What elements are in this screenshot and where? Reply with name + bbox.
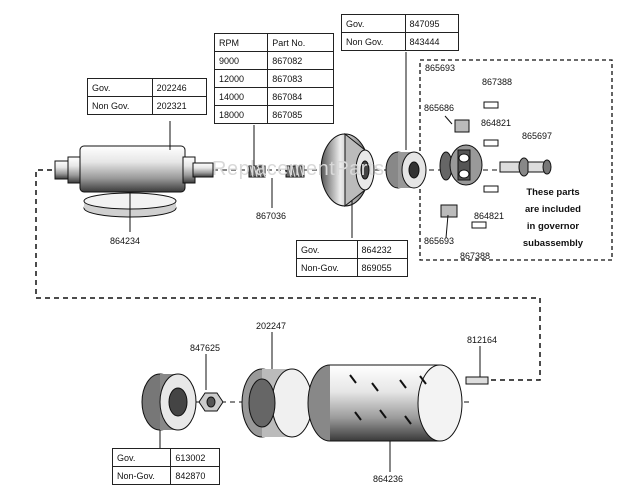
part-no-cell: 867082	[267, 51, 334, 70]
part-label-867388-bottom: 867388	[460, 251, 491, 261]
non-gov-part: 843444	[404, 32, 459, 51]
part-label-202247: 202247	[256, 321, 287, 331]
non-gov-part: 869055	[356, 258, 409, 277]
watermark: ReplacementParts	[212, 158, 385, 180]
part-label-864821-top: 864821	[481, 118, 512, 128]
gov-part: 864232	[356, 240, 409, 259]
part-no-cell: 867084	[267, 87, 334, 106]
part-label-864236: 864236	[373, 474, 404, 484]
part-label-865693: 865693	[425, 63, 456, 73]
part-867036-springs	[248, 165, 305, 208]
part-label-847625: 847625	[190, 343, 221, 353]
part-label-864821-bottom: 864821	[474, 211, 505, 221]
gov-part: 613002	[170, 448, 220, 467]
part-864232-housing	[320, 132, 375, 238]
part-812164-pin	[465, 346, 489, 385]
note-line: These parts	[526, 187, 580, 198]
part-label-865686: 865686	[424, 103, 455, 113]
part-label-812164: 812164	[467, 335, 498, 345]
middle-table: Gov.864232 Non-Gov.869055	[296, 240, 409, 277]
part-864234-cylinder	[54, 145, 214, 232]
top-right-table: Gov.847095 Non Gov.843444	[341, 14, 459, 51]
non-gov-label: Non-Gov.	[296, 258, 358, 277]
non-gov-label: Non Gov.	[87, 96, 153, 115]
rpm-cell: 12000	[213, 69, 269, 88]
non-gov-label: Non Gov.	[341, 32, 406, 51]
governor-note: These parts are included in governor sub…	[503, 184, 603, 252]
part-label-864234: 864234	[110, 236, 141, 246]
part-613002-bearing-large	[141, 373, 197, 448]
part-no-header: Part No.	[267, 33, 334, 52]
gov-label: Gov.	[296, 240, 358, 259]
non-gov-part: 842870	[170, 466, 220, 485]
non-gov-label: Non-Gov.	[111, 466, 172, 485]
part-847625-nut	[198, 354, 224, 412]
gov-label: Gov.	[341, 14, 406, 33]
gov-part: 847095	[404, 14, 459, 33]
part-847095-bearing	[385, 52, 427, 189]
gov-label: Gov.	[87, 78, 153, 97]
part-202247-sleeve	[241, 332, 313, 438]
note-line: in governor	[526, 221, 580, 232]
part-864236-cylinder	[307, 364, 463, 472]
note-line: subassembly	[522, 238, 584, 249]
part-label-865693-bottom: 865693	[424, 236, 455, 246]
rpm-cell: 14000	[213, 87, 269, 106]
governor-parts	[439, 101, 552, 239]
part-label-867388-top: 867388	[482, 77, 513, 87]
non-gov-part: 202321	[151, 96, 208, 115]
assembly-path-dashed	[35, 169, 541, 381]
part-no-cell: 867083	[267, 69, 334, 88]
note-line: are included	[525, 204, 581, 215]
part-label-865697: 865697	[522, 131, 553, 141]
bottom-table: Gov.613002 Non-Gov.842870	[111, 448, 220, 485]
gov-label: Gov.	[111, 448, 172, 467]
rpm-cell: 9000	[213, 51, 269, 70]
part-label-867036: 867036	[256, 211, 287, 221]
rpm-header: RPM	[213, 33, 269, 52]
gov-part: 202246	[151, 78, 208, 97]
rpm-cell: 18000	[213, 105, 269, 124]
left-table: Gov.202246 Non Gov.202321	[87, 78, 208, 115]
part-no-cell: 867085	[267, 105, 334, 124]
